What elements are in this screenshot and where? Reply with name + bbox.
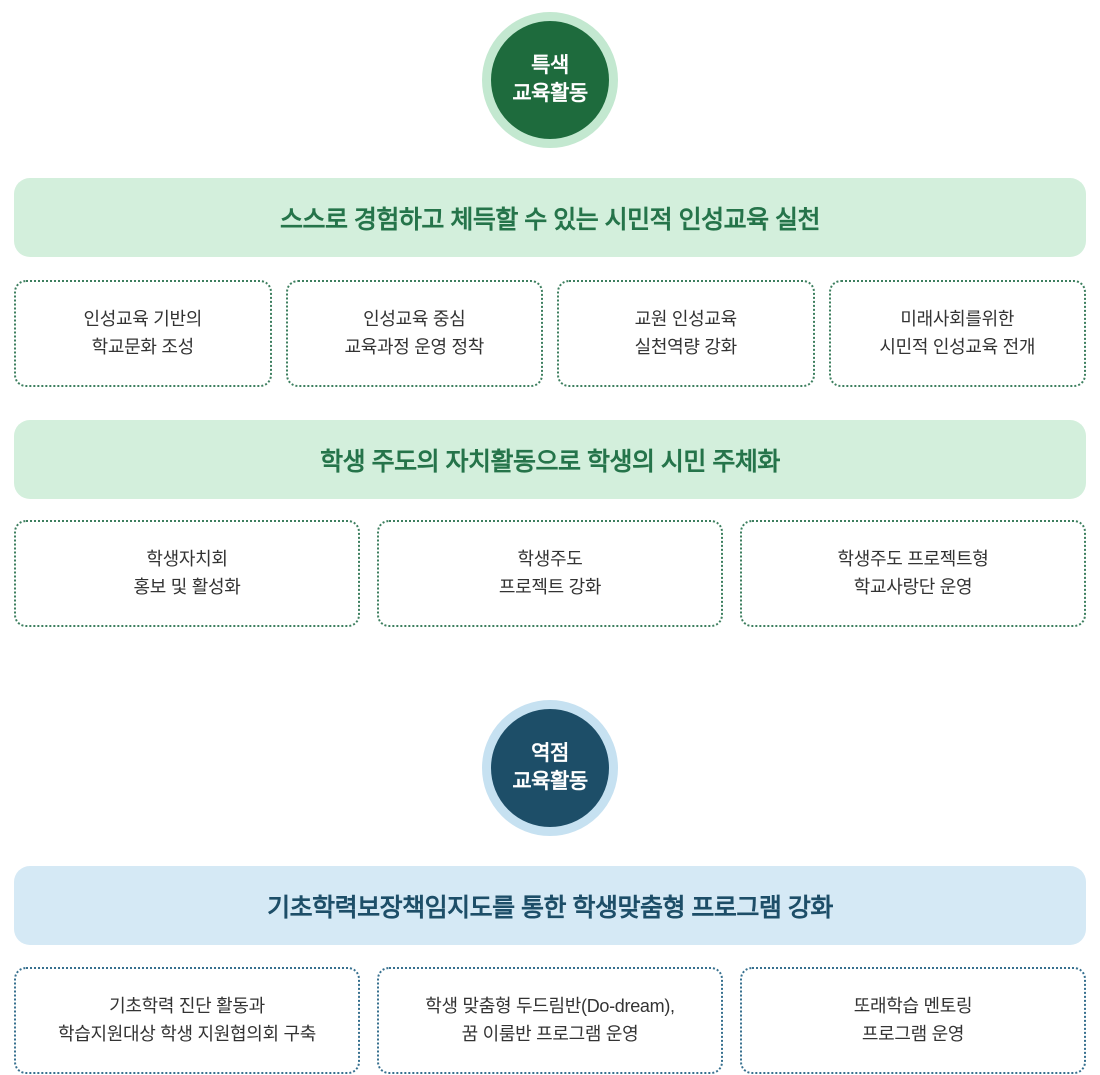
box-line: 학생주도 bbox=[517, 548, 583, 569]
box-line: 꿈 이룸반 프로그램 운영 bbox=[461, 1023, 639, 1044]
badge-line: 교육활동 bbox=[512, 82, 588, 105]
banner-text: 학생 주도의 자치활동으로 학생의 시민 주체화 bbox=[320, 447, 780, 476]
box-line: 시민적 인성교육 전개 bbox=[879, 336, 1036, 357]
box-line: 또래학습 멘토링 bbox=[853, 995, 973, 1016]
box-student-project: 학생주도 프로젝트 강화 bbox=[377, 520, 723, 627]
box-future-civic-character: 미래사회를위한 시민적 인성교육 전개 bbox=[828, 280, 1086, 387]
banner-basic-academic-support: 기초학력보장책임지도를 통한 학생맞춤형 프로그램 강화 bbox=[14, 866, 1086, 945]
box-teacher-character-competency: 교원 인성교육 실천역량 강화 bbox=[557, 280, 815, 387]
banner-text: 스스로 경험하고 체득할 수 있는 시민적 인성교육 실천 bbox=[279, 205, 821, 234]
box-line: 실천역량 강화 bbox=[634, 336, 738, 357]
box-line: 학교사랑단 운영 bbox=[853, 576, 973, 597]
box-line: 미래사회를위한 bbox=[900, 308, 1015, 329]
box-line: 인성교육 중심 bbox=[363, 308, 466, 329]
box-peer-mentoring: 또래학습 멘토링 프로그램 운영 bbox=[740, 967, 1086, 1074]
box-basic-skills-diagnosis: 기초학력 진단 활동과 학습지원대상 학생 지원협의회 구축 bbox=[14, 967, 360, 1074]
box-line: 교육과정 운영 정착 bbox=[344, 336, 485, 357]
banner-student-autonomy: 학생 주도의 자치활동으로 학생의 시민 주체화 bbox=[14, 420, 1086, 499]
banner-civic-character-education: 스스로 경험하고 체득할 수 있는 시민적 인성교육 실천 bbox=[14, 178, 1086, 257]
program-row-character: 인성교육 기반의 학교문화 조성 인성교육 중심 교육과정 운영 정착 교원 인… bbox=[14, 280, 1086, 387]
box-line: 학생자치회 bbox=[146, 548, 228, 569]
program-row-student-autonomy: 학생자치회 홍보 및 활성화 학생주도 프로젝트 강화 학생주도 프로젝트형 학… bbox=[14, 520, 1086, 627]
box-line: 학습지원대상 학생 지원협의회 구축 bbox=[57, 1023, 316, 1044]
box-character-curriculum: 인성교육 중심 교육과정 운영 정착 bbox=[285, 280, 543, 387]
box-line: 학생주도 프로젝트형 bbox=[837, 548, 989, 569]
badge-line: 역점 bbox=[531, 741, 569, 765]
program-row-basic-academics: 기초학력 진단 활동과 학습지원대상 학생 지원협의회 구축 학생 맞춤형 두드… bbox=[14, 967, 1086, 1074]
badge-special-education: 특색 교육활동 bbox=[482, 12, 618, 148]
box-line: 기초학력 진단 활동과 bbox=[109, 995, 265, 1016]
box-character-school-culture: 인성교육 기반의 학교문화 조성 bbox=[14, 280, 272, 387]
badge-line: 특색 bbox=[531, 53, 569, 77]
box-line: 홍보 및 활성화 bbox=[133, 576, 241, 597]
badge-line: 교육활동 bbox=[512, 770, 588, 793]
badge-special-education-wrap: 특색 교육활동 bbox=[0, 0, 1100, 148]
banner-text: 기초학력보장책임지도를 통한 학생맞춤형 프로그램 강화 bbox=[267, 893, 833, 922]
box-line: 프로그램 운영 bbox=[861, 1023, 965, 1044]
box-student-council-promotion: 학생자치회 홍보 및 활성화 bbox=[14, 520, 360, 627]
box-line: 교원 인성교육 bbox=[634, 308, 738, 329]
box-school-love-corps: 학생주도 프로젝트형 학교사랑단 운영 bbox=[740, 520, 1086, 627]
badge-key-education: 역점 교육활동 bbox=[482, 700, 618, 836]
box-line: 인성교육 기반의 bbox=[83, 308, 203, 329]
badge-key-education-wrap: 역점 교육활동 bbox=[0, 627, 1100, 836]
box-dodream-program: 학생 맞춤형 두드림반(Do-dream), 꿈 이룸반 프로그램 운영 bbox=[377, 967, 723, 1074]
box-line: 프로젝트 강화 bbox=[498, 576, 602, 597]
box-line: 학교문화 조성 bbox=[91, 336, 195, 357]
box-line: 학생 맞춤형 두드림반(Do-dream), bbox=[425, 995, 675, 1016]
